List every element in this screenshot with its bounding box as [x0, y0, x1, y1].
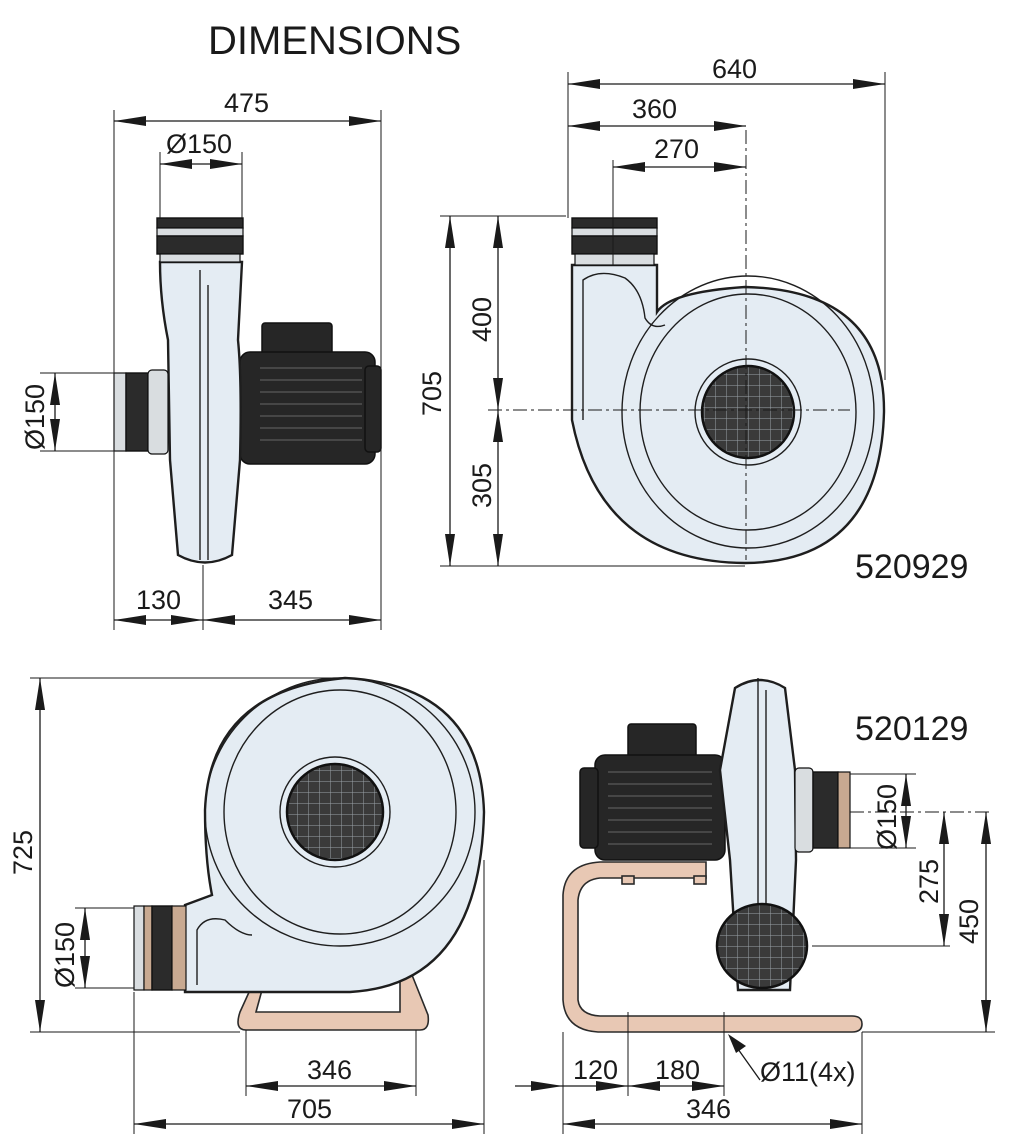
dim-right-offset: 345 [268, 585, 313, 615]
motor-terminal-box [261, 322, 333, 356]
dim-outlet-to-center: 270 [654, 134, 699, 164]
dim-foot-offset-b: 180 [655, 1055, 700, 1085]
dim-outlet-diameter-top-left: Ø150 [166, 129, 232, 159]
dim-upper-height: 400 [467, 297, 497, 342]
page-title: DIMENSIONS [208, 19, 461, 63]
view-bottom-right: Ø150 275 450 120 180 Ø11(4x) [515, 678, 995, 1134]
motor-fins [260, 367, 362, 441]
inlet-flange [113, 372, 127, 452]
motor-housing [239, 351, 376, 465]
stand-frame-left [237, 974, 430, 1031]
outlet-flange-lower [133, 905, 145, 991]
fan-inlet-grille [700, 364, 796, 460]
dim-hole-callout: Ø11(4x) [760, 1057, 856, 1087]
inlet-flange-ring [125, 372, 149, 452]
dim-stand-width-bottom-left: 346 [307, 1055, 352, 1085]
dim-inlet-diameter-bottom-right: Ø150 [872, 784, 902, 850]
stand-frame-right [562, 861, 863, 1033]
dim-overall-length-bottom-left: 705 [287, 1094, 332, 1124]
model-number-bottom: 520129 [855, 710, 968, 748]
dim-inlet-diameter-top-left: Ø150 [20, 384, 50, 450]
dim-overall-height-bottom-left: 725 [8, 830, 38, 875]
model-number-top: 520929 [855, 548, 968, 586]
outlet-grille-lower [715, 902, 809, 990]
dim-overall-height-top-right: 705 [417, 371, 447, 416]
dim-to-center: 360 [632, 94, 677, 124]
dim-center-height-a: 275 [914, 859, 944, 904]
dim-left-offset: 130 [136, 585, 181, 615]
outlet-flange [156, 227, 244, 237]
view-top-left: 475 Ø150 Ø150 130 345 [20, 88, 382, 630]
dim-overall-width-top-right: 640 [712, 54, 757, 84]
dim-outlet-diameter-bottom-left: Ø150 [50, 922, 80, 988]
dim-foot-offset-a: 120 [573, 1055, 618, 1085]
outlet-flange-ring-front [571, 217, 658, 229]
dim-lower-height: 305 [467, 463, 497, 508]
outlet-flange-ring [156, 217, 244, 229]
fan-inlet-grille-lower [285, 762, 385, 862]
dim-center-height-b: 450 [954, 899, 984, 944]
motor-end-cap [364, 365, 382, 453]
inlet-flange-lower [812, 771, 839, 849]
dim-overall-width-top-left: 475 [224, 88, 269, 118]
view-bottom-left: 725 Ø150 346 705 [8, 676, 486, 1134]
fan-housing-side [158, 260, 244, 564]
motor-fins-lower [608, 771, 712, 845]
dim-stand-length-bottom-right: 346 [686, 1094, 731, 1124]
view-top-right: 640 360 270 705 400 305 520929 [417, 54, 968, 586]
